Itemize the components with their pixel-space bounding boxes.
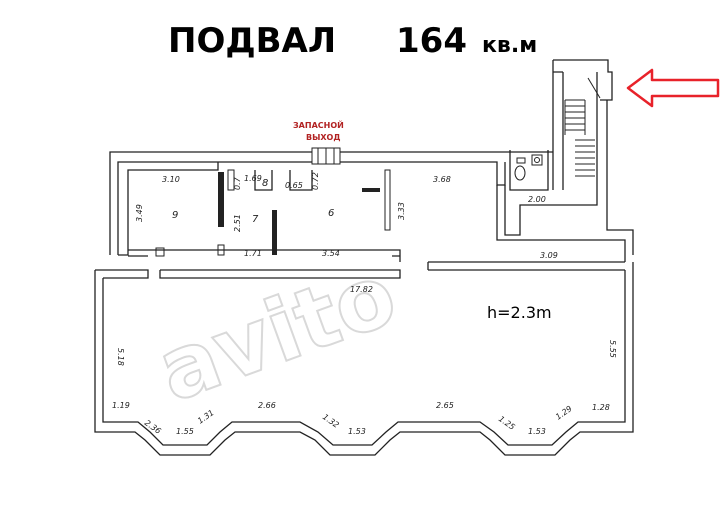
main-hall-inner-wall (102, 270, 626, 446)
floor-area: 164 (396, 21, 467, 61)
dim-2-36: 2.36 (143, 418, 163, 436)
dim-1-55: 1.55 (176, 427, 194, 436)
right-corridor-walls (496, 185, 634, 262)
dim-1-32: 1.32 (321, 412, 341, 430)
dim-3-10: 3.10 (162, 175, 180, 184)
stairwell (552, 59, 613, 215)
dim-2-00: 2.00 (528, 195, 546, 204)
dim-2-65: 2.65 (436, 401, 454, 410)
ceiling-height: h=2.3m (487, 303, 552, 322)
room-number-8: 8 (262, 178, 268, 189)
emergency-exit-label-1: ЗАПАСНОЙ (293, 119, 344, 130)
dim-2-51: 2.51 (233, 214, 242, 232)
room-number-9: 9 (172, 210, 178, 221)
dim-1-19: 1.19 (112, 401, 130, 410)
internal-walls (128, 169, 401, 262)
dim-3-33: 3.33 (397, 202, 406, 220)
dim-1-28: 1.28 (592, 403, 610, 412)
bathroom (509, 150, 549, 191)
dim-0-65: 0.65 (285, 181, 303, 190)
dim-1-29: 1.29 (554, 404, 574, 422)
dim-3-68: 3.68 (433, 175, 451, 184)
dim-1-71: 1.71 (244, 249, 262, 258)
dim-2-66: 2.66 (258, 401, 276, 410)
dim-5-55: 5.55 (608, 340, 617, 358)
main-hall-outer-wall (94, 262, 634, 456)
dim-17-82: 17.82 (350, 285, 373, 294)
dim-0-7: 0.7 (233, 176, 242, 190)
dim-5-18: 5.18 (116, 348, 125, 366)
dim-1-53-b: 1.53 (528, 427, 546, 436)
dim-3-49: 3.49 (135, 204, 144, 222)
room-number-6: 6 (328, 208, 334, 219)
upper-wing-walls (109, 151, 553, 256)
dim-1-53-a: 1.53 (348, 427, 366, 436)
dim-3-09: 3.09 (540, 251, 558, 260)
room-number-7: 7 (252, 214, 259, 225)
dim-1-25: 1.25 (497, 414, 517, 432)
floor-title: ПОДВАЛ (168, 21, 336, 61)
emergency-exit-label-2: ВЫХОД (306, 133, 340, 142)
dim-3-54: 3.54 (322, 249, 340, 258)
watermark: avito (145, 245, 408, 422)
entrance-arrow-icon (626, 68, 720, 108)
area-unit: кв.м (482, 33, 537, 58)
emergency-exit-door (311, 147, 341, 165)
dim-1-69: 1.69 (244, 174, 262, 183)
dim-0-72: 0.72 (311, 172, 320, 190)
